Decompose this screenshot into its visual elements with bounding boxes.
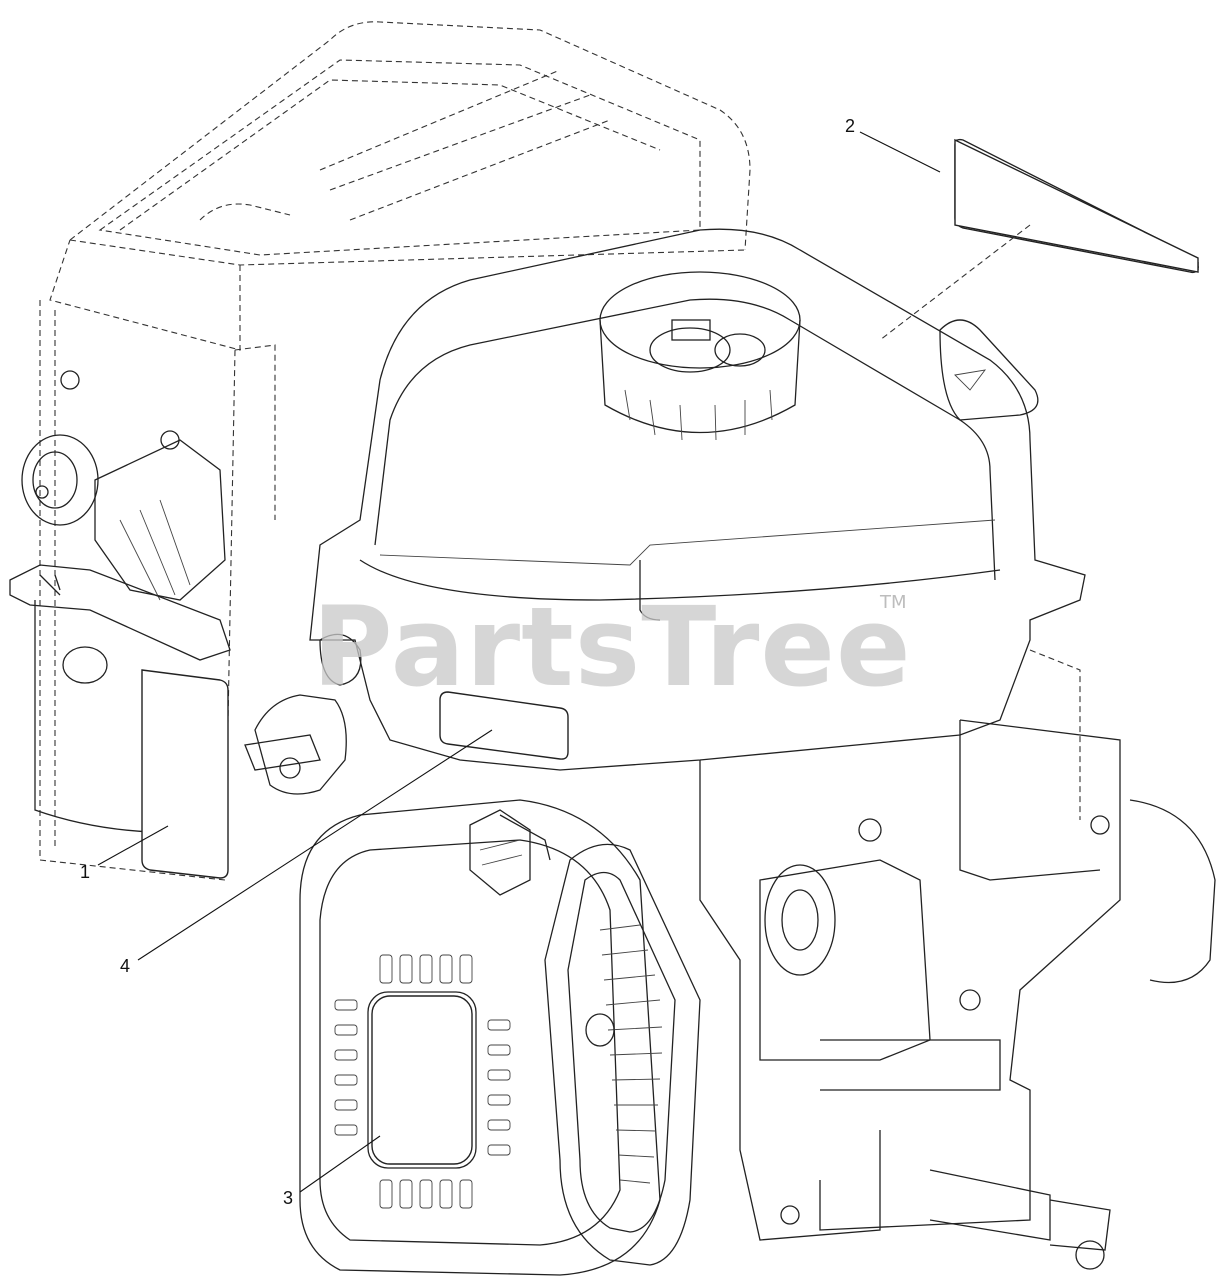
decal-1 — [141, 669, 229, 879]
watermark-text: PartsTree — [312, 583, 912, 711]
callout-2: 2 — [845, 116, 855, 136]
callout-3: 3 — [283, 1188, 293, 1208]
decal-4 — [439, 691, 569, 760]
recoil-starter — [299, 799, 661, 1276]
leader-2 — [859, 131, 941, 173]
decal-2-phantom-line — [879, 224, 1031, 341]
watermark-tm: TM — [879, 592, 907, 613]
leader-3 — [299, 1135, 381, 1193]
leader-4 — [137, 729, 493, 961]
callout-1: 1 — [80, 862, 90, 882]
fuel-cap — [599, 271, 801, 441]
engine-block — [699, 649, 1216, 1270]
leader-1 — [97, 825, 169, 866]
throttle-lever — [469, 809, 551, 896]
callout-4: 4 — [120, 956, 130, 976]
engine-shroud-phantom — [39, 21, 751, 881]
oil-dipstick — [939, 319, 1039, 421]
decal-2 — [954, 138, 1199, 274]
decal-3 — [371, 995, 473, 1165]
recoil-handle — [544, 843, 701, 1266]
choke-knob — [244, 633, 362, 795]
fuel-tank — [309, 228, 1086, 771]
